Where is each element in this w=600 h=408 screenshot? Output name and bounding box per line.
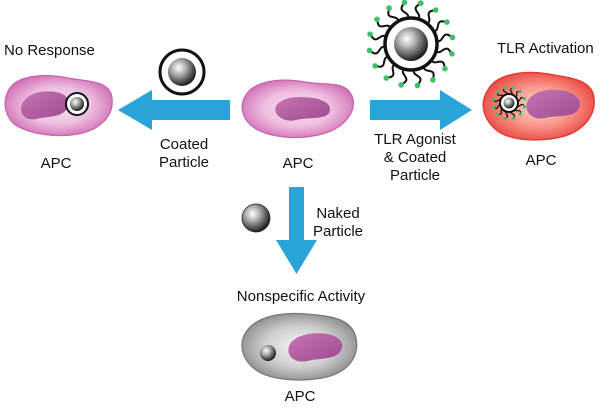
agonist-tip bbox=[398, 82, 405, 88]
cell-apc-center bbox=[241, 79, 354, 139]
coated-particle-icon bbox=[158, 48, 206, 96]
agonist-tip bbox=[449, 51, 455, 57]
agonist-tip bbox=[366, 47, 373, 54]
agonist-tip bbox=[503, 116, 507, 121]
agonist-tip bbox=[511, 116, 515, 120]
agonist-tip bbox=[442, 65, 448, 72]
nucleus bbox=[275, 96, 331, 121]
coated-particle-icon bbox=[65, 92, 89, 116]
agonist-tip bbox=[522, 105, 527, 109]
label-tlr-agonist-coated-particle: TLR Agonist & Coated Particle bbox=[374, 131, 456, 184]
agonist-tip bbox=[511, 85, 515, 90]
label-tlr-activation: TLR Activation bbox=[497, 40, 594, 57]
label-apc-center: APC bbox=[282, 155, 314, 172]
agonist-tip bbox=[430, 77, 436, 83]
agonist-tip bbox=[418, 0, 424, 6]
label-apc-right: APC bbox=[525, 152, 557, 169]
label-nonspecific-activity: Nonspecific Activity bbox=[236, 288, 366, 305]
agonist-tip bbox=[367, 31, 373, 37]
label-coated-particle: Coated Particle bbox=[158, 136, 210, 171]
agonist-tip bbox=[401, 0, 408, 6]
naked-particle-icon bbox=[260, 345, 276, 361]
label-apc-bottom: APC bbox=[284, 388, 316, 405]
agonist-tip bbox=[503, 86, 507, 90]
cell-apc-left bbox=[4, 75, 113, 137]
agonist-tip bbox=[432, 7, 439, 13]
label-no-response: No Response bbox=[4, 42, 95, 59]
nucleus bbox=[526, 89, 580, 119]
agonist-tip bbox=[492, 105, 496, 109]
agonist-tip bbox=[383, 75, 390, 81]
tlr-agonist-particle-icon bbox=[491, 85, 527, 121]
label-naked-particle: Naked Particle bbox=[312, 205, 364, 240]
nucleus bbox=[288, 333, 343, 362]
agonist-tip bbox=[491, 97, 496, 101]
nucleus bbox=[20, 91, 69, 120]
agonist-tip bbox=[495, 90, 500, 94]
agonist-tip bbox=[518, 89, 522, 94]
agonist-tip bbox=[449, 34, 456, 41]
agonist-tip bbox=[414, 82, 421, 89]
cell-apc-bottom bbox=[241, 312, 358, 381]
agonist-tip bbox=[496, 112, 500, 117]
agonist-tip bbox=[372, 63, 378, 69]
naked-particle-icon bbox=[241, 203, 271, 233]
label-apc-left: APC bbox=[40, 155, 72, 172]
agonist-tip bbox=[386, 5, 392, 11]
arrow-right bbox=[370, 90, 472, 130]
arrow-down bbox=[276, 187, 317, 274]
agonist-tip bbox=[444, 19, 450, 25]
agonist-tip bbox=[522, 97, 527, 101]
arrow-left bbox=[118, 90, 230, 130]
agonist-tip bbox=[374, 16, 380, 23]
tlr-agonist-particle-icon bbox=[366, 0, 456, 89]
agonist-tip bbox=[518, 112, 523, 116]
cell-apc-right bbox=[482, 71, 595, 141]
